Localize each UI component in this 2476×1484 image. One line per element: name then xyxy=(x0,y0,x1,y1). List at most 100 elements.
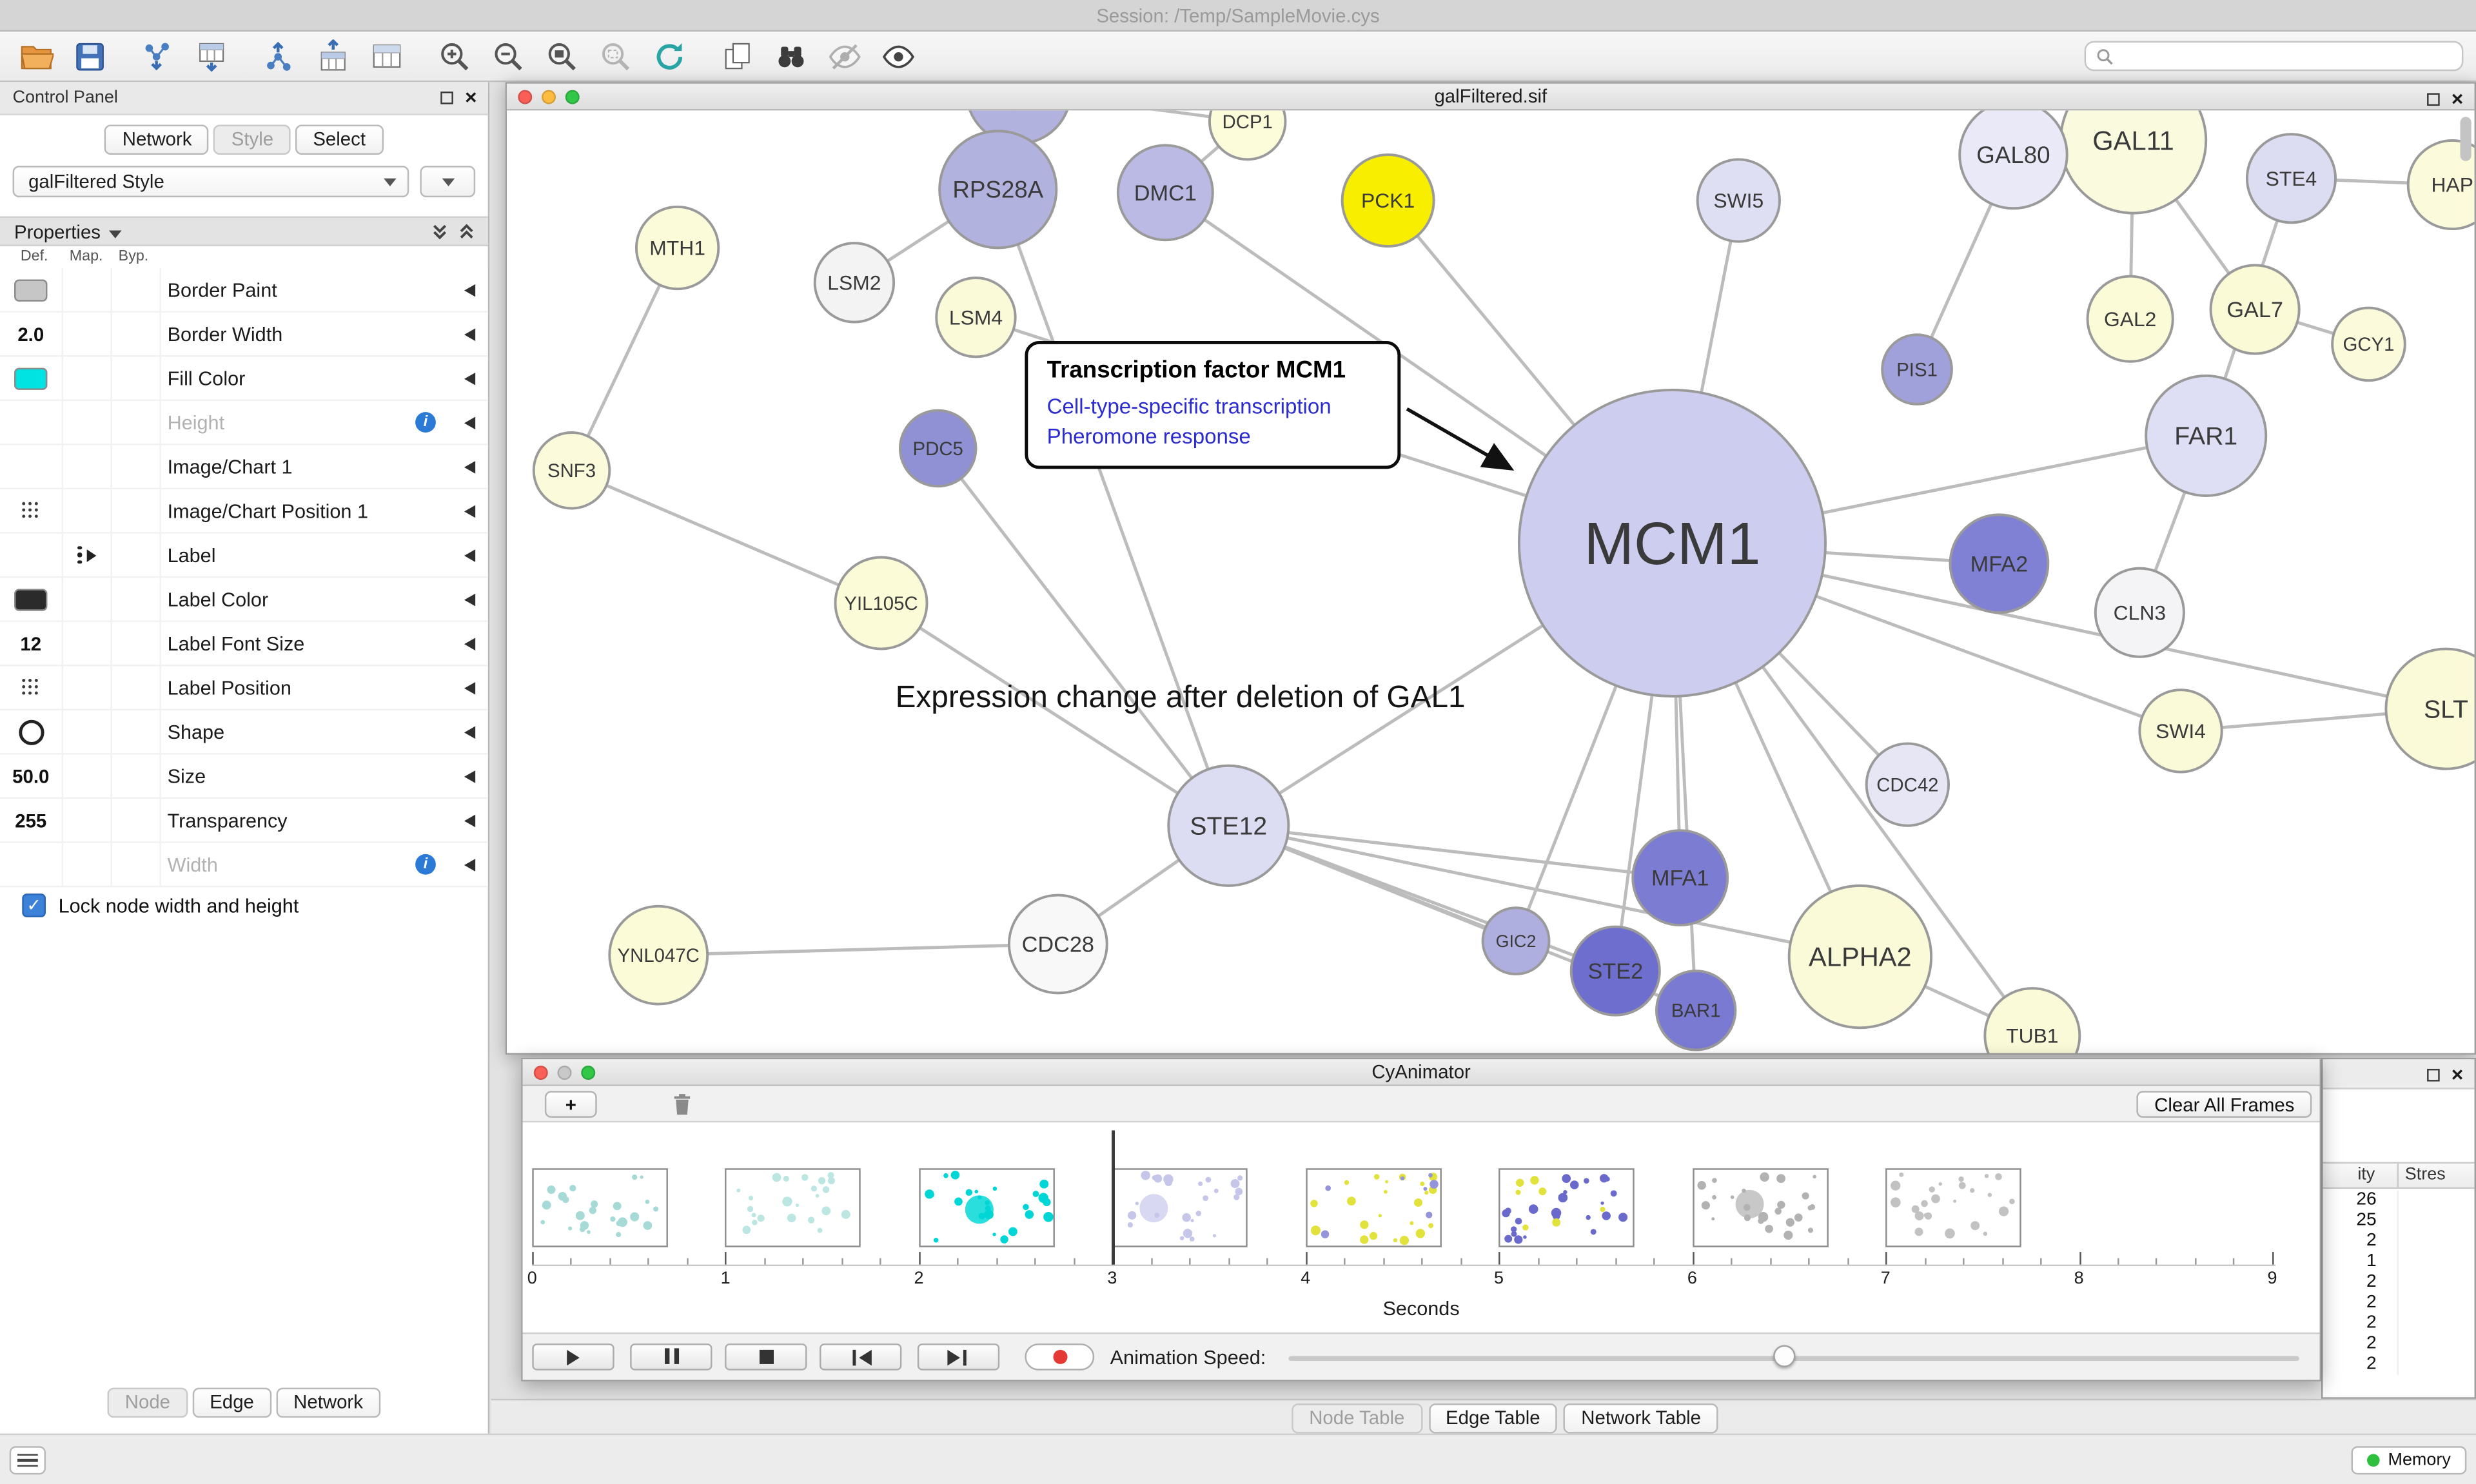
node-BAR1[interactable] xyxy=(1655,970,1737,1051)
delete-frame-button[interactable] xyxy=(655,1091,707,1118)
pause-button[interactable] xyxy=(630,1343,712,1371)
default-value-cell[interactable] xyxy=(0,666,63,709)
style-options-button[interactable] xyxy=(420,166,476,198)
node-ALPHA2[interactable] xyxy=(1787,884,1933,1030)
expand-arrow-icon[interactable] xyxy=(464,460,476,473)
mapping-cell[interactable] xyxy=(63,754,112,797)
node-DMC1[interactable] xyxy=(1116,144,1214,242)
hide-selected-button[interactable] xyxy=(824,36,863,75)
expand-arrow-icon[interactable] xyxy=(464,592,476,606)
info-icon[interactable]: i xyxy=(415,412,436,433)
mapping-cell[interactable] xyxy=(63,356,112,400)
expand-arrow-icon[interactable] xyxy=(464,283,476,297)
property-row-image-chart-1[interactable]: Image/Chart 1 xyxy=(0,445,488,490)
frame-thumbnail-0[interactable] xyxy=(532,1168,668,1247)
default-value-cell[interactable] xyxy=(0,843,63,886)
node-MFA1[interactable] xyxy=(1631,829,1729,927)
bypass-cell[interactable] xyxy=(112,489,161,532)
frame-thumbnail-2[interactable] xyxy=(919,1168,1055,1247)
tab-style[interactable]: Style xyxy=(213,124,291,155)
default-value-cell[interactable] xyxy=(0,710,63,754)
table-row[interactable]: 26 xyxy=(2323,1190,2474,1211)
speed-slider-thumb[interactable] xyxy=(1773,1345,1795,1367)
traffic-light-close[interactable] xyxy=(533,1066,548,1080)
traffic-light-close[interactable] xyxy=(518,90,533,104)
export-table-button[interactable] xyxy=(313,36,352,75)
node-STE12[interactable] xyxy=(1167,764,1290,887)
tab-network[interactable]: Network xyxy=(276,1387,380,1418)
refresh-view-button[interactable] xyxy=(649,36,689,75)
tab-node[interactable]: Node xyxy=(107,1387,188,1418)
node-PCK1[interactable] xyxy=(1341,153,1435,248)
tab-edge-table[interactable]: Edge Table xyxy=(1428,1403,1558,1434)
copy-button[interactable] xyxy=(717,36,756,75)
table-row[interactable]: 2 xyxy=(2323,1354,2474,1376)
node-RPS28A[interactable] xyxy=(938,130,1058,249)
node-STE4[interactable] xyxy=(2245,133,2337,224)
expand-arrow-icon[interactable] xyxy=(464,637,476,650)
playhead[interactable] xyxy=(1112,1130,1115,1265)
table-row[interactable]: 2 xyxy=(2323,1272,2474,1293)
expand-arrow-icon[interactable] xyxy=(464,504,476,518)
network-window-titlebar[interactable]: galFiltered.sif × xyxy=(507,83,2475,111)
expand-arrow-icon[interactable] xyxy=(464,814,476,827)
table-row[interactable]: 2 xyxy=(2323,1313,2474,1334)
expand-arrow-icon[interactable] xyxy=(464,769,476,783)
edge-YNL047C-CDC28[interactable] xyxy=(658,942,1058,957)
bypass-cell[interactable] xyxy=(112,799,161,842)
zoom-fit-button[interactable] xyxy=(542,36,581,75)
mapping-cell[interactable] xyxy=(63,445,112,488)
mapping-cell[interactable] xyxy=(63,401,112,444)
mapping-cell[interactable] xyxy=(63,710,112,754)
frame-thumbnail-5[interactable] xyxy=(1498,1168,1635,1247)
search-input[interactable] xyxy=(2120,46,2453,66)
mapping-cell[interactable] xyxy=(63,533,112,576)
expand-arrow-icon[interactable] xyxy=(464,416,476,429)
bypass-cell[interactable] xyxy=(112,312,161,356)
property-row-shape[interactable]: Shape xyxy=(0,710,488,755)
tab-edge[interactable]: Edge xyxy=(192,1387,271,1418)
default-value-cell[interactable] xyxy=(0,268,63,311)
bypass-cell[interactable] xyxy=(112,268,161,311)
node-PDC5[interactable] xyxy=(898,409,978,488)
expand-arrow-icon[interactable] xyxy=(464,681,476,694)
previous-frame-button[interactable] xyxy=(820,1343,902,1371)
mapping-cell[interactable] xyxy=(63,799,112,842)
default-value-cell[interactable] xyxy=(0,356,63,400)
float-window-icon[interactable] xyxy=(2428,92,2441,105)
bypass-cell[interactable] xyxy=(112,401,161,444)
mapping-cell[interactable] xyxy=(63,621,112,665)
bypass-cell[interactable] xyxy=(112,666,161,709)
edge-YIL105C-STE12[interactable] xyxy=(880,601,1230,827)
node-FAR1[interactable] xyxy=(2145,374,2268,497)
mapping-cell[interactable] xyxy=(63,578,112,621)
node-HAP[interactable] xyxy=(2406,139,2475,231)
frame-thumbnail-1[interactable] xyxy=(725,1168,861,1247)
default-value-cell[interactable] xyxy=(0,401,63,444)
edge-RPS28A-STE12[interactable] xyxy=(996,189,1230,826)
add-frame-button[interactable]: + xyxy=(544,1091,597,1118)
table-row[interactable]: 2 xyxy=(2323,1334,2474,1355)
node-CDC42[interactable] xyxy=(1865,742,1950,827)
frame-thumbnail-4[interactable] xyxy=(1305,1168,1442,1247)
mapping-cell[interactable] xyxy=(63,489,112,532)
default-value-cell[interactable] xyxy=(0,578,63,621)
default-value-cell[interactable]: 255 xyxy=(0,799,63,842)
properties-section-header[interactable]: Properties xyxy=(0,216,488,247)
default-value-cell[interactable] xyxy=(0,445,63,488)
current-style-select[interactable]: galFiltered Style xyxy=(12,166,409,198)
bypass-cell[interactable] xyxy=(112,445,161,488)
mapping-cell[interactable] xyxy=(63,843,112,886)
default-value-cell[interactable]: 50.0 xyxy=(0,754,63,797)
tab-network-table[interactable]: Network Table xyxy=(1564,1403,1718,1434)
table-row[interactable]: 25 xyxy=(2323,1211,2474,1232)
info-icon[interactable]: i xyxy=(415,854,436,875)
node-PIS1[interactable] xyxy=(1881,333,1953,405)
node-CDC28[interactable] xyxy=(1007,893,1108,995)
